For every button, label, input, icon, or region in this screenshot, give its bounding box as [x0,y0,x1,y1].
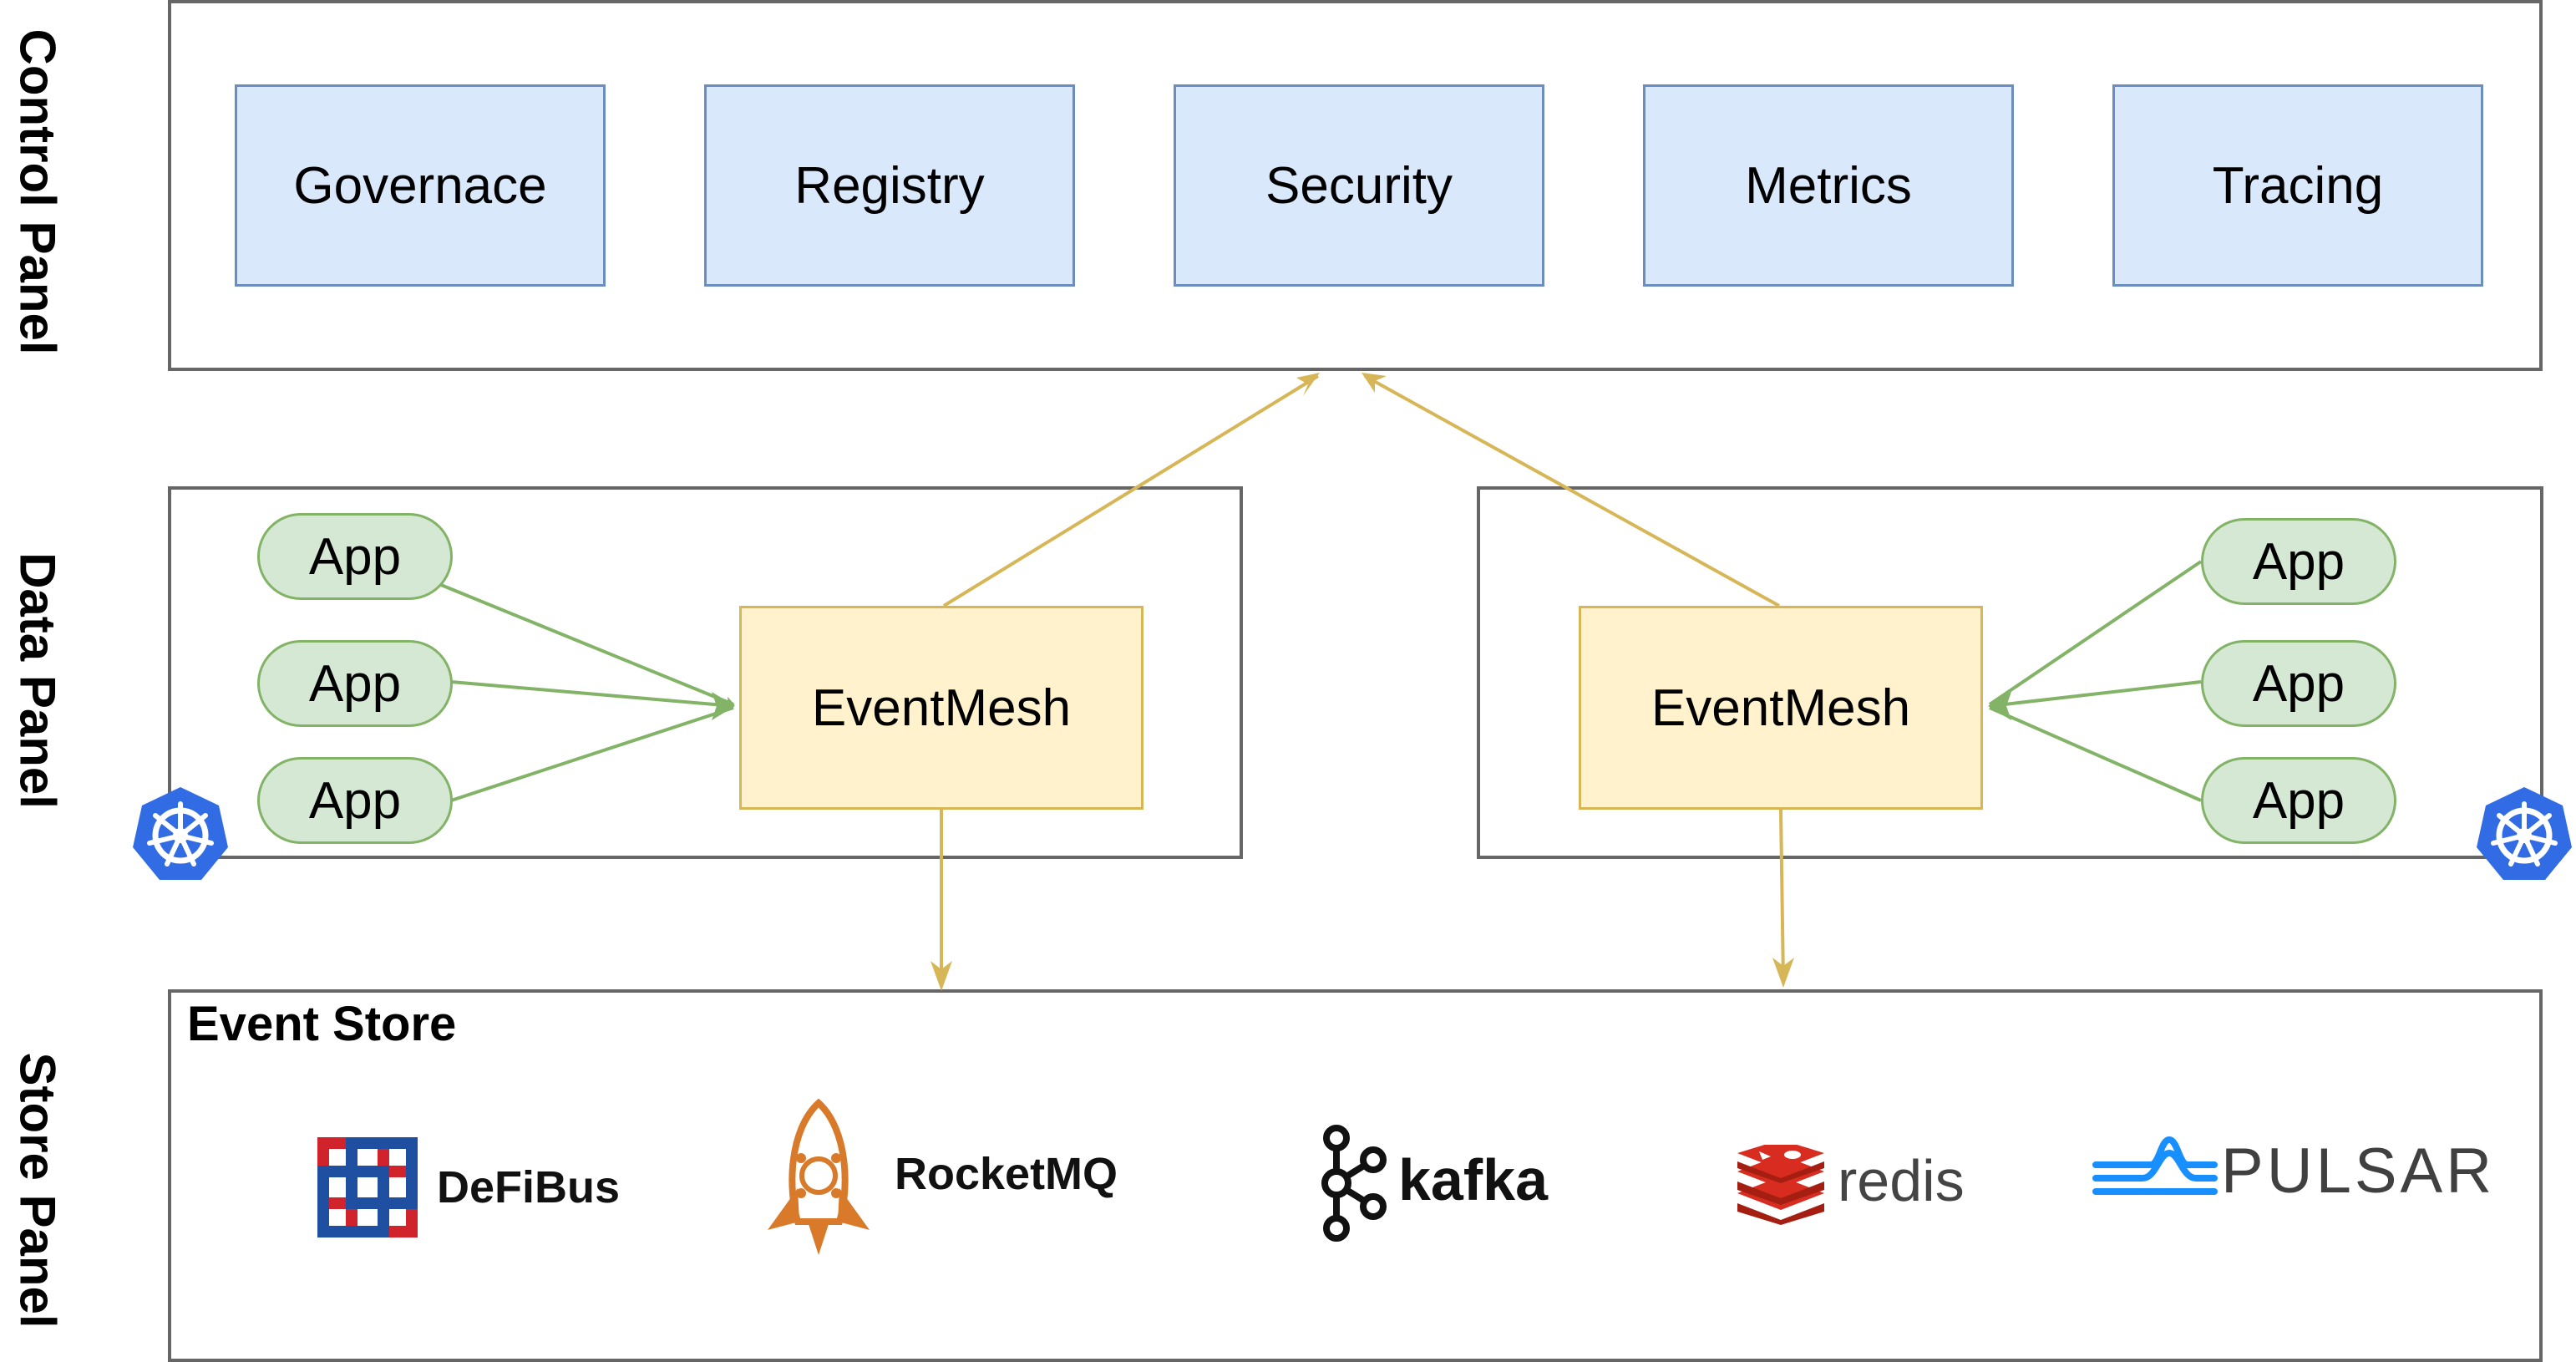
mesh-to-control-arrow [942,374,1320,607]
defibus-logo-icon [317,1137,418,1237]
app-left-1[interactable]: App [257,513,453,600]
registry-label: Registry [794,156,985,215]
mesh-to-store-arrow [1779,809,1785,983]
app-label: App [2252,654,2345,713]
eventmesh-left[interactable]: EventMesh [739,606,1143,810]
kafka-logo[interactable]: kafka [1313,1125,1548,1242]
redis-label: redis [1838,1148,1965,1213]
kafka-label: kafka [1398,1147,1549,1212]
pulsar-label: PULSAR [2221,1136,2496,1207]
security-box[interactable]: Security [1174,84,1544,287]
eventmesh-label: EventMesh [1651,678,1911,737]
app-to-mesh-arrow [450,680,734,708]
app-right-1[interactable]: App [2201,518,2396,605]
governance-label: Governace [293,156,547,215]
kubernetes-icon [2477,787,2572,880]
app-to-mesh-arrow [1988,560,2203,706]
tracing-label: Tracing [2212,156,2384,215]
tracing-box[interactable]: Tracing [2112,84,2483,287]
event-store-title: Event Store [187,997,457,1051]
app-to-mesh-arrow [440,583,735,706]
app-left-2[interactable]: App [257,640,453,727]
app-to-mesh-arrow [450,706,734,802]
app-to-mesh-arrow [1989,706,2202,802]
security-label: Security [1265,156,1453,215]
defibus-logo[interactable]: DeFiBus [305,1125,620,1250]
pulsar-logo[interactable]: PULSAR [2092,1135,2495,1207]
app-label: App [308,771,402,830]
app-label: App [308,527,402,586]
kafka-logo-icon [1321,1125,1387,1242]
app-left-3[interactable]: App [257,757,453,844]
eventmesh-label: EventMesh [811,678,1072,737]
rocketmq-logo-icon [768,1098,870,1255]
pulsar-logo-icon [2092,1136,2218,1195]
registry-box[interactable]: Registry [704,84,1075,287]
kubernetes-icon [133,787,228,880]
rocketmq-logo[interactable]: RocketMQ [756,1096,1118,1263]
app-label: App [308,654,402,713]
app-label: App [2252,771,2345,830]
redis-logo-icon [1737,1145,1824,1225]
app-label: App [2252,532,2345,591]
metrics-box[interactable]: Metrics [1643,84,2014,287]
app-right-2[interactable]: App [2201,640,2396,727]
rocketmq-label: RocketMQ [895,1149,1118,1199]
app-to-mesh-arrow [1989,680,2202,708]
metrics-label: Metrics [1745,156,1912,215]
defibus-label: DeFiBus [437,1162,621,1212]
app-right-3[interactable]: App [2201,757,2396,844]
mesh-to-control-arrow [1364,374,1780,607]
redis-logo[interactable]: redis [1734,1145,1965,1225]
eventmesh-right[interactable]: EventMesh [1579,606,1983,810]
governance-box[interactable]: Governace [235,84,606,287]
